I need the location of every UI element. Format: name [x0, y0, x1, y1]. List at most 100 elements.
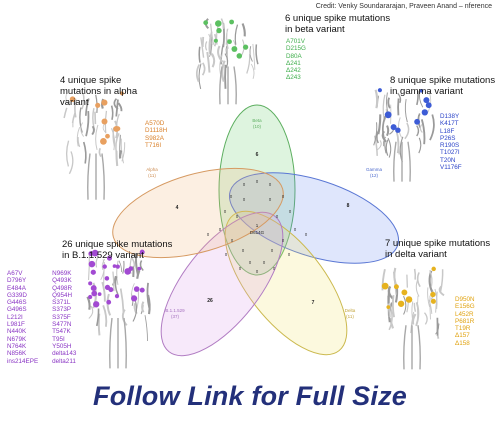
ellipse-gamma [228, 172, 400, 264]
protein-ribbon [382, 94, 386, 119]
protein-alpha [63, 91, 126, 200]
mutation: R190S [440, 142, 460, 150]
set-label-beta: Beta [252, 118, 262, 123]
protein-omicron [86, 249, 151, 369]
center-mutation: D614G [250, 230, 265, 235]
mutation: K417T [440, 120, 459, 128]
set-label-gamma: Gamma [366, 167, 383, 172]
mutation-marker [95, 102, 101, 108]
mutation: A570D [145, 120, 165, 127]
follow-link[interactable]: Follow Link for Full Size [93, 381, 407, 411]
mutation-marker [395, 127, 401, 133]
protein-ribbon [387, 285, 394, 300]
mutation: D1118H [145, 127, 168, 135]
protein-ribbon [439, 269, 444, 293]
mutation: D138Y [440, 113, 460, 120]
venn-center: 1 D614G [250, 223, 265, 235]
venn-unique-counts: 6 8 7 26 4 [176, 152, 350, 306]
mutation-marker [390, 124, 397, 131]
mutation-marker [377, 88, 382, 93]
mutation-marker [114, 293, 120, 299]
protein-ribbon [65, 93, 70, 106]
protein-ribbon [376, 128, 381, 144]
mutation-marker [213, 38, 218, 43]
mutation-marker [423, 97, 430, 104]
count-delta: 7 [312, 300, 315, 306]
mutation: P26S [440, 134, 456, 142]
mutation: delta211 [52, 357, 76, 365]
delta-mutation-list: D950N E156G L452R P681R T19R Δ157 Δ158 [455, 296, 475, 347]
mutation-marker [104, 276, 110, 281]
mutation: L212I [7, 313, 23, 321]
zero-count: 0 [225, 252, 228, 257]
mutation: ins214EPE [7, 357, 39, 365]
mutation: D80A [286, 52, 302, 60]
protein-ribbon [111, 128, 116, 151]
zero-count: 0 [273, 266, 276, 271]
protein-structures [63, 18, 445, 370]
mutation-marker [133, 286, 140, 292]
protein-ribbon [395, 131, 400, 154]
mutation: A67V [7, 270, 23, 277]
ellipse-beta [218, 104, 296, 276]
zero-count: 0 [242, 248, 245, 253]
zero-count: 0 [294, 227, 297, 232]
zero-count: 0 [230, 194, 233, 199]
protein-ribbon [374, 89, 379, 109]
heading-line: in delta variant [385, 249, 447, 260]
omicron-heading: 26 unique spike mutations in B.1.1.529 v… [62, 239, 172, 261]
protein-ribbon [225, 29, 228, 45]
protein-ribbon [255, 44, 259, 65]
count-gamma: 8 [347, 203, 350, 209]
ellipse-delta [224, 210, 348, 356]
mutation-marker [231, 46, 238, 52]
zero-count: 0 [276, 214, 279, 219]
delta-heading: 7 unique spike mutations in delta varian… [385, 238, 490, 260]
mutation-marker [386, 305, 391, 309]
protein-ribbon [85, 111, 90, 137]
mutation-marker [139, 249, 145, 255]
mutation: D796Y [7, 277, 27, 285]
protein-ribbon [63, 107, 68, 119]
mutation-marker [93, 301, 100, 308]
mutation: G339D [7, 291, 27, 299]
mutation: S375F [52, 313, 71, 321]
protein-ribbon [385, 139, 389, 156]
mutation-marker [88, 260, 96, 268]
mutation: L452R [455, 310, 474, 318]
mutation: T1027I [440, 149, 460, 157]
mutation: Δ243 [286, 74, 301, 82]
mutation-marker [216, 27, 222, 34]
zero-count: 0 [224, 209, 227, 214]
protein-ribbon [435, 291, 438, 313]
protein-ribbon [68, 151, 74, 175]
mutation: E156G [455, 303, 475, 311]
protein-ribbon [234, 24, 239, 45]
protein-ribbon [420, 119, 426, 145]
protein-ribbon [404, 122, 410, 140]
protein-ribbon [72, 114, 76, 128]
mutation-marker [97, 292, 102, 296]
mutation: L981F [7, 321, 25, 329]
protein-ribbon [95, 255, 99, 268]
protein-stalk [407, 141, 411, 182]
mutation: N969K [52, 270, 72, 277]
protein-ribbon [77, 136, 81, 148]
mutation-marker [102, 264, 107, 269]
protein-ribbon [387, 97, 391, 109]
mutation-marker [106, 255, 113, 261]
mutation-marker [88, 281, 93, 286]
mutation-marker [91, 249, 99, 257]
set-label-delta: Delta [345, 308, 356, 313]
mutation-marker [100, 138, 107, 145]
count-alpha: 4 [176, 205, 179, 211]
protein-stalk [403, 325, 407, 370]
mutation: T20N [440, 156, 456, 164]
mutation: Q954H [52, 291, 73, 299]
heading-line: in B.1.1.529 variant [62, 250, 144, 261]
protein-ribbon [392, 271, 397, 295]
footer-banner[interactable]: Follow Link for Full Size [0, 374, 500, 425]
omicron-mutation-list: A67V D796Y E484A G339D G446S G496S L212I… [7, 270, 76, 365]
protein-ribbon [250, 63, 255, 79]
mutation: L18F [440, 127, 455, 135]
